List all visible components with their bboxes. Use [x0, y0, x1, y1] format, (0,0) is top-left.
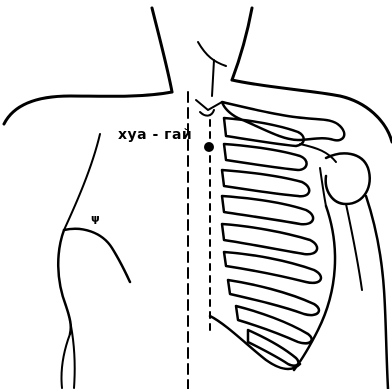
acupoint-huagai-label: хуа - гай — [118, 127, 192, 143]
sternum-notch — [200, 110, 214, 116]
left-body-lower — [68, 312, 75, 388]
rib-4 — [222, 196, 313, 224]
ribcage — [222, 118, 321, 366]
left-side-line — [61, 334, 70, 388]
neck-left-outline — [152, 8, 172, 92]
neck-center-crease — [198, 42, 226, 66]
humerus-shaft — [346, 204, 362, 290]
rib-5 — [222, 224, 317, 254]
rib-3 — [222, 170, 309, 196]
neck-right-outline — [232, 8, 252, 80]
acupoint-huagai-dot — [204, 142, 214, 152]
right-flank-outline — [366, 196, 388, 389]
rib-9 — [248, 330, 298, 366]
rib-2 — [224, 144, 307, 170]
rib-6 — [224, 252, 321, 283]
rib-7 — [228, 280, 319, 315]
rib-1 — [224, 118, 304, 146]
sternum-top — [196, 100, 222, 110]
humerus-head — [326, 153, 370, 204]
lower-ribcage-edge — [294, 206, 335, 370]
left-shoulder-outline — [4, 92, 172, 124]
throat-line — [212, 60, 214, 96]
nipple-mark: ψ — [91, 212, 100, 225]
left-pectoral-lower — [64, 229, 130, 282]
clavicle-shape — [222, 102, 344, 140]
